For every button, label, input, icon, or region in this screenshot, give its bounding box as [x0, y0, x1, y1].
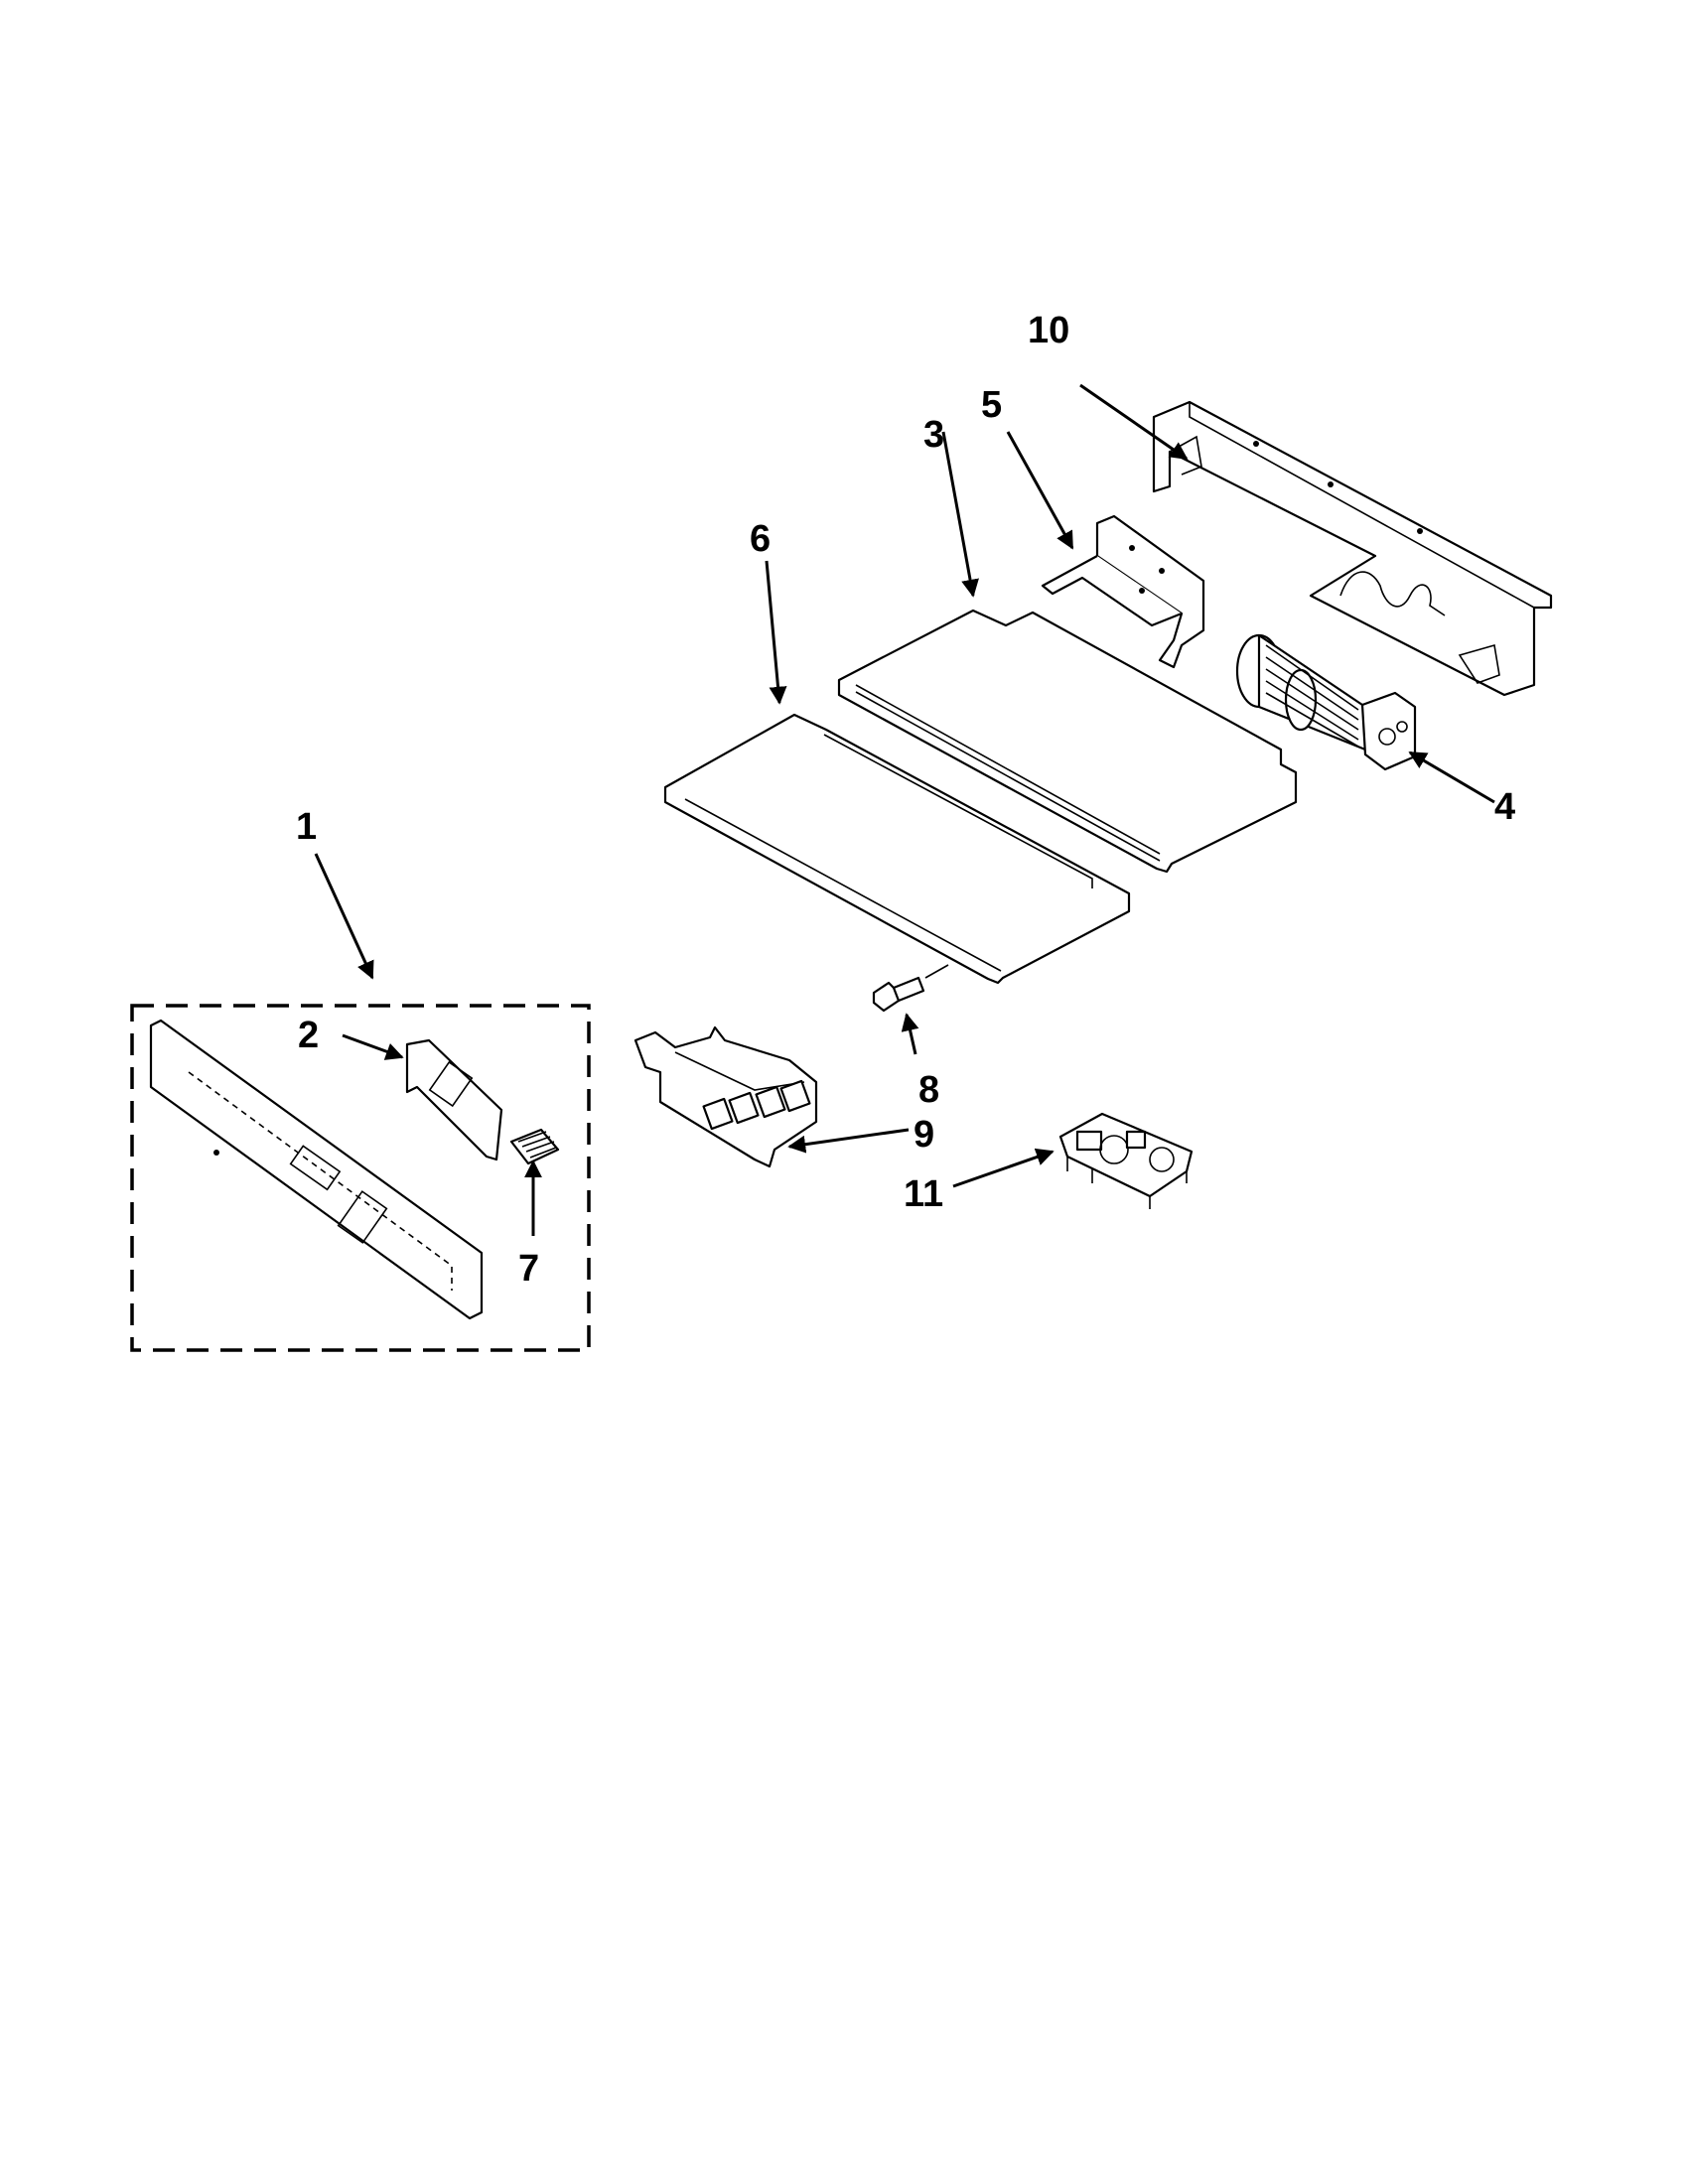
callout-9: 9 — [914, 1114, 934, 1156]
part-8-screw — [872, 964, 949, 1013]
part-5-mounting-bracket — [1041, 514, 1205, 669]
callout-2: 2 — [298, 1015, 319, 1056]
part-6-panel — [663, 713, 1131, 985]
callout-7: 7 — [518, 1248, 539, 1290]
leader-lines — [314, 383, 1495, 1236]
callout-6: 6 — [750, 518, 771, 560]
callout-4: 4 — [1494, 786, 1515, 828]
part-11-power-board — [1058, 1112, 1194, 1209]
part-4-blower-fan — [1235, 633, 1417, 771]
part-7-grille — [509, 1128, 560, 1165]
callout-1: 1 — [296, 806, 317, 848]
part-9-relay-board — [633, 1025, 818, 1168]
part-3-panel — [837, 609, 1298, 874]
callout-11: 11 — [904, 1173, 943, 1215]
part-10-bracket-rail — [1152, 400, 1553, 697]
callout-10: 10 — [1028, 310, 1069, 351]
callout-8: 8 — [918, 1069, 939, 1111]
control-panel-face — [149, 1019, 484, 1320]
part-2-control-module — [405, 1038, 503, 1161]
assembly-1-outline — [130, 1004, 591, 1352]
callout-3: 3 — [923, 414, 944, 456]
callout-5: 5 — [981, 384, 1002, 426]
